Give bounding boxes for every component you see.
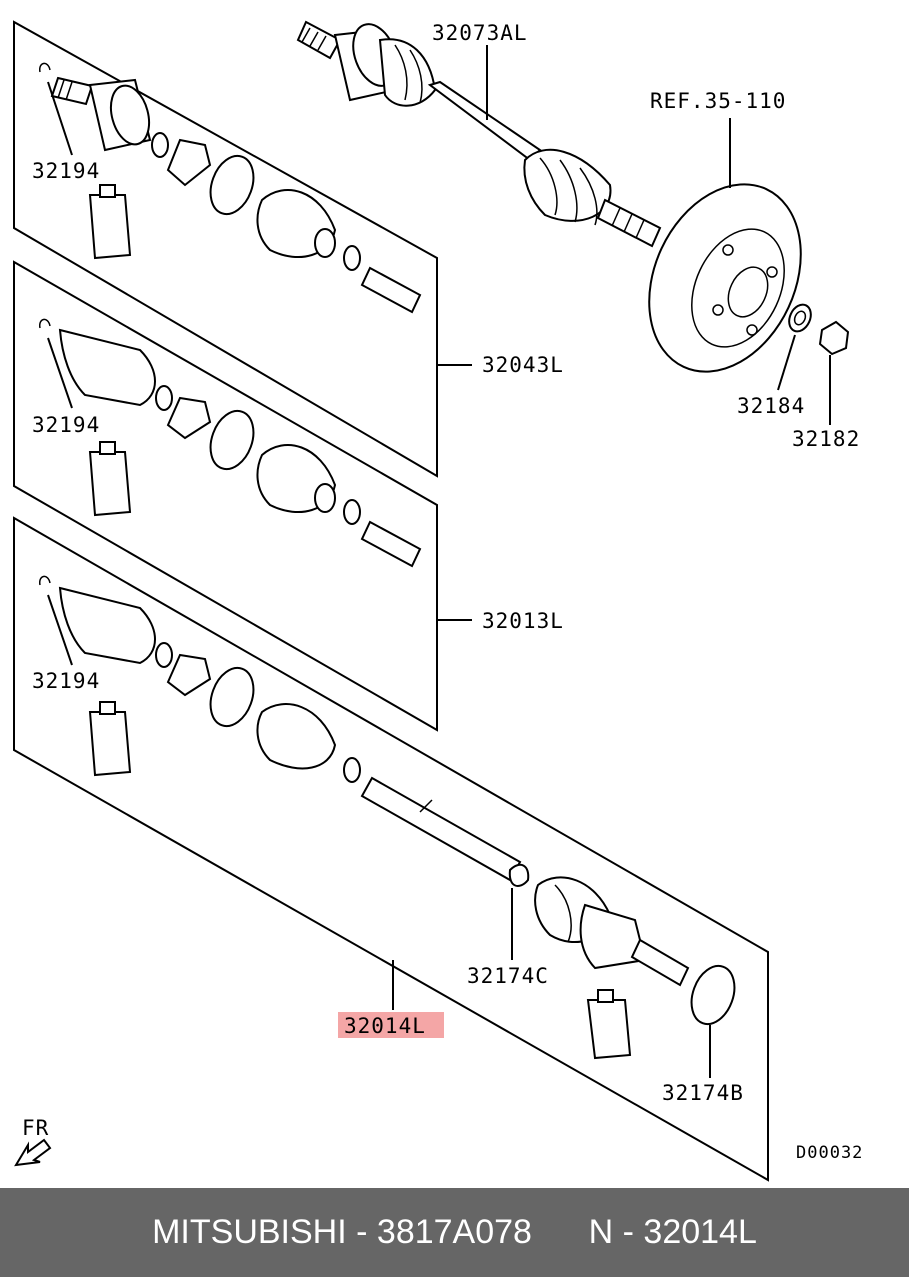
footer-ref-number: 32014L bbox=[643, 1213, 757, 1251]
panel-3-parts bbox=[39, 575, 736, 1060]
label-diagram-code: D00032 bbox=[796, 1143, 863, 1163]
footer-part-number: 3817A078 bbox=[376, 1213, 532, 1251]
panel-top-kit bbox=[13, 20, 438, 478]
label-band-c: 32174C bbox=[467, 964, 549, 988]
footer-separator-1: - bbox=[346, 1213, 377, 1251]
panel-main-assembly bbox=[13, 516, 769, 1182]
label-kit-1: 32043L bbox=[482, 353, 564, 377]
assembly-highlight bbox=[338, 1012, 444, 1038]
panel-middle-kit bbox=[13, 260, 438, 732]
label-ref: REF.35-110 bbox=[650, 89, 786, 113]
label-clip-1: 32194 bbox=[32, 159, 100, 183]
label-shaft-top: 32073AL bbox=[432, 21, 528, 45]
washer-part bbox=[788, 303, 812, 333]
panel-1-parts bbox=[39, 62, 422, 314]
label-band-b: 32174B bbox=[662, 1081, 744, 1105]
label-assembly: 32014L bbox=[344, 1014, 426, 1038]
parts-diagram: 32073AL REF.35-110 32184 32182 32194 bbox=[13, 20, 863, 1182]
label-washer: 32184 bbox=[737, 394, 805, 418]
label-clip-3: 32194 bbox=[32, 669, 100, 693]
footer-bar: MITSUBISHI - 3817A078 N - 32014L bbox=[0, 1188, 909, 1277]
footer-separator-2: - bbox=[613, 1213, 644, 1251]
footer-brand: MITSUBISHI bbox=[152, 1213, 347, 1251]
label-direction: FR bbox=[22, 1116, 49, 1140]
footer-gap bbox=[532, 1213, 589, 1252]
label-nut: 32182 bbox=[792, 427, 860, 451]
direction-arrow-icon bbox=[14, 1138, 52, 1167]
brake-disc bbox=[648, 183, 802, 373]
label-kit-2: 32013L bbox=[482, 609, 564, 633]
footer-ref-prefix: N bbox=[588, 1213, 614, 1251]
nut-part bbox=[818, 320, 850, 356]
panel-2-parts bbox=[39, 318, 422, 568]
label-clip-2: 32194 bbox=[32, 413, 100, 437]
drive-shaft-top bbox=[296, 20, 662, 248]
